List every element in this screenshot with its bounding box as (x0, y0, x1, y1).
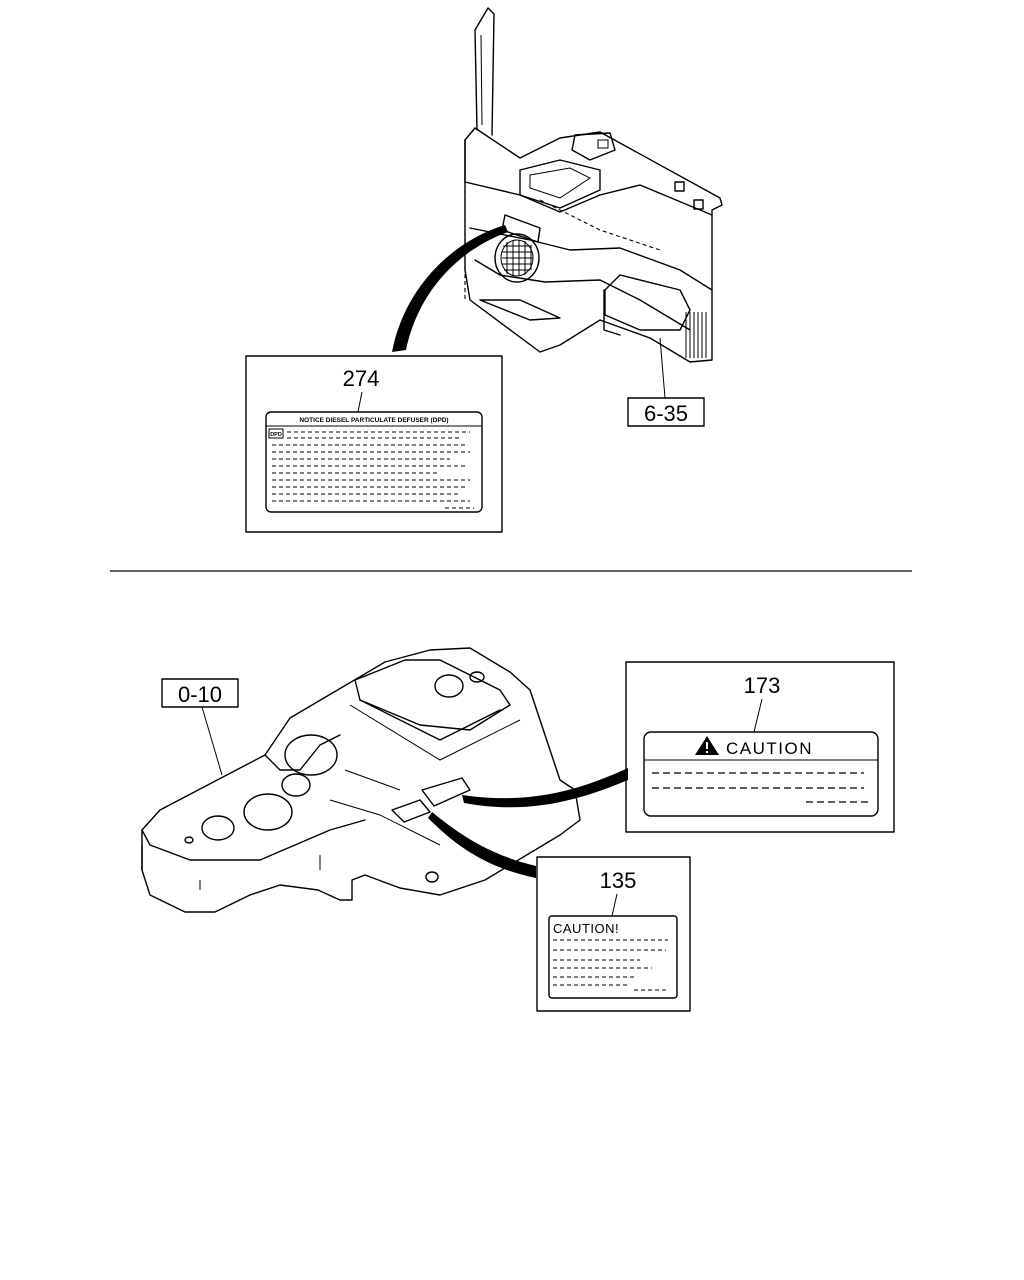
caution-label-173 (643, 731, 879, 817)
dpf-notice-text-lines (272, 431, 474, 509)
item-number-135: 135 (600, 868, 637, 893)
detail-box-173: 173 CAUTION (625, 661, 895, 833)
leader-6-35 (659, 337, 666, 399)
item-number-274: 274 (343, 366, 380, 391)
leader-0-10 (201, 706, 223, 776)
detail-box-135: 135 CAUTION! (536, 856, 691, 1012)
caution-135-text-lines (553, 939, 668, 991)
caution-title-135: CAUTION! (553, 921, 619, 936)
leader-135 (428, 812, 536, 878)
door-trim-panel-illustration (464, 7, 723, 363)
dpf-notice-label (265, 411, 483, 513)
caution-173-text-lines (652, 772, 868, 803)
item-number-173: 173 (744, 673, 781, 698)
caution-label-135 (548, 915, 678, 999)
callout-0-10-text: 0-10 (178, 682, 222, 707)
callout-6-35: 6-35 (627, 397, 705, 427)
leader-173 (462, 768, 628, 808)
leader-274 (392, 225, 508, 352)
detail-box-274: 274 NOTICE DIESEL PARTICULATE DEFUSER (D… (245, 355, 503, 533)
engine-cover-illustration (141, 647, 581, 913)
dpf-notice-title: NOTICE DIESEL PARTICULATE DEFUSER (DPD) (299, 417, 448, 424)
callout-6-35-text: 6-35 (644, 401, 688, 426)
callout-0-10: 0-10 (161, 678, 239, 708)
dpf-badge: DPD (270, 432, 282, 438)
caution-title-173: CAUTION (726, 739, 813, 758)
